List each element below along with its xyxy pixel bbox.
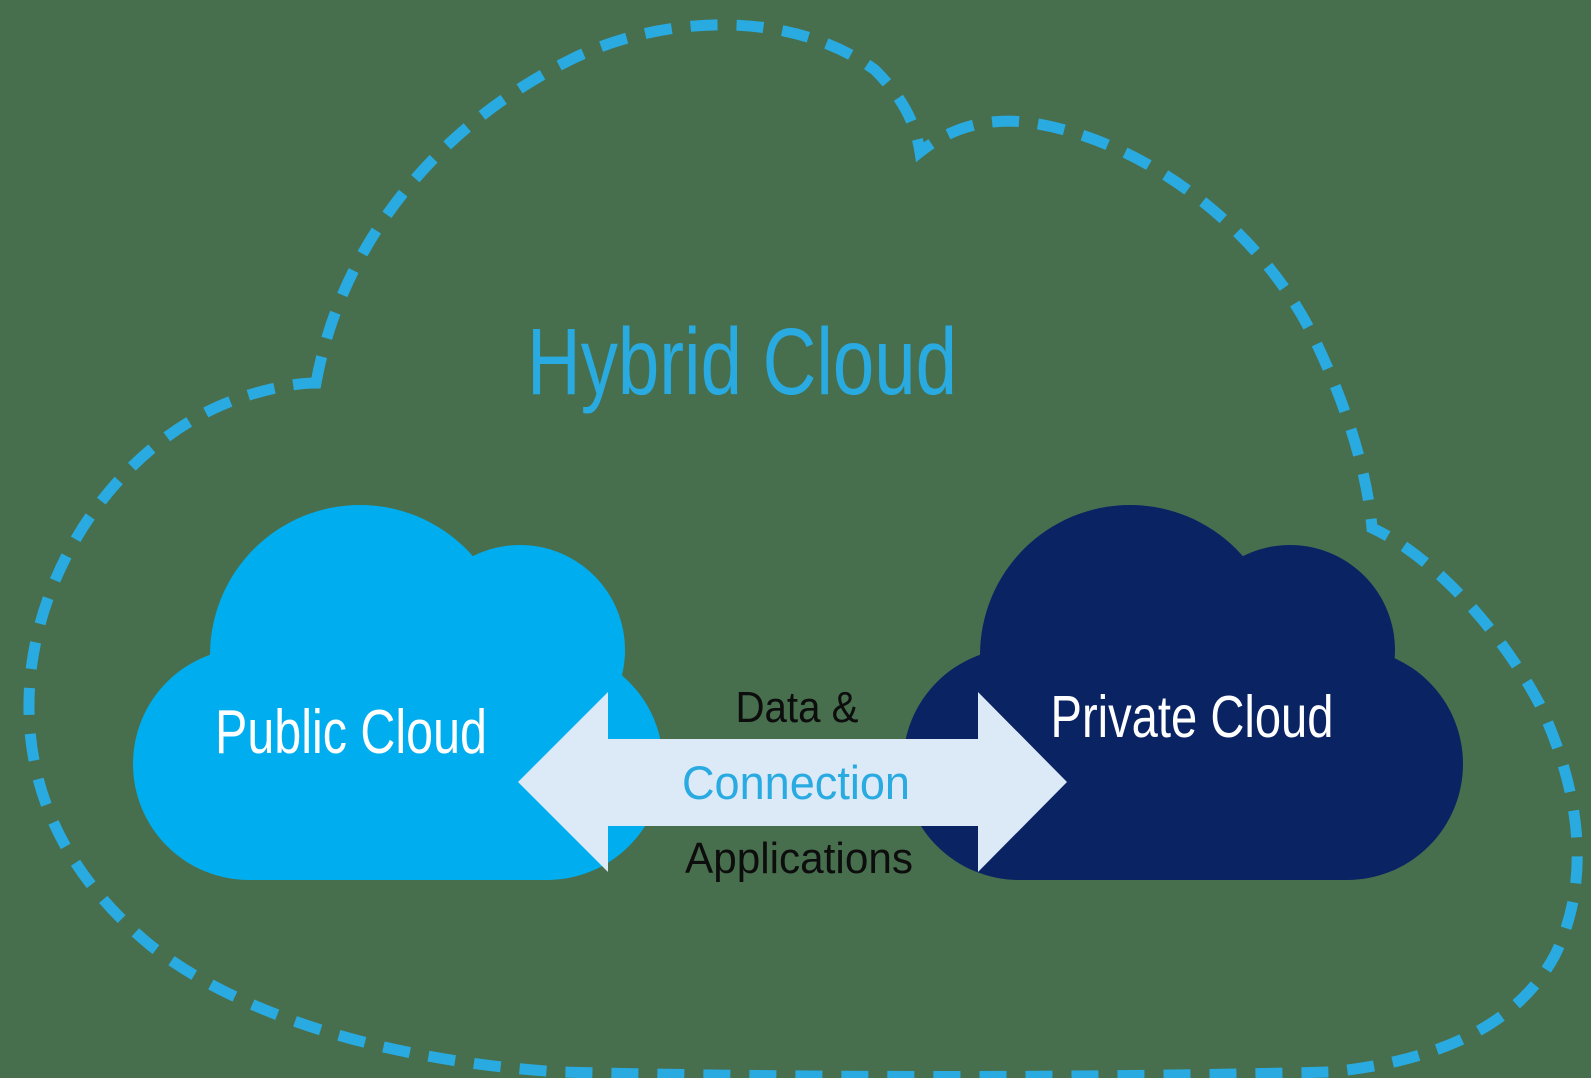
bidirectional-arrow-icon	[518, 692, 1067, 872]
public-cloud-icon	[133, 505, 663, 880]
private-cloud-label: Private Cloud	[1051, 684, 1334, 750]
private-cloud-body	[903, 648, 1463, 880]
connection-caption-bottom: Applications	[685, 834, 913, 883]
connection-caption-top: Data &	[736, 683, 859, 732]
public-cloud-body	[133, 648, 663, 880]
connection-caption-middle: Connection	[682, 756, 910, 809]
public-cloud-label: Public Cloud	[215, 698, 487, 767]
private-cloud-icon	[903, 505, 1463, 880]
hybrid-cloud-outline-icon	[23, 19, 1583, 1078]
diagram-title: Hybrid Cloud	[527, 309, 957, 415]
